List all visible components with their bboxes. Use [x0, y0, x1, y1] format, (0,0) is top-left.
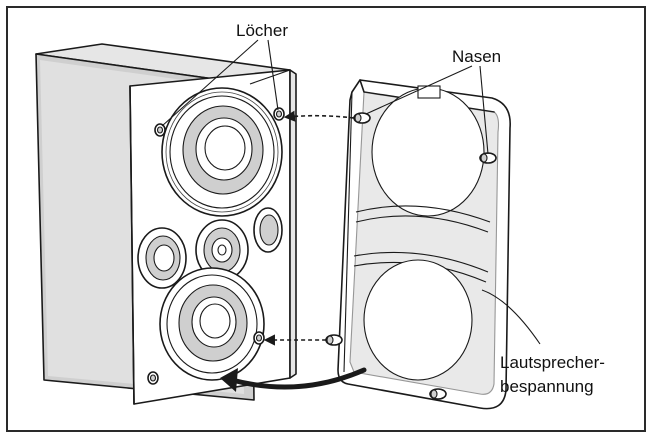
bottom-woofer — [159, 267, 265, 381]
label-pegs: Nasen — [452, 47, 501, 66]
leader-holes-right — [267, 39, 279, 111]
leader-holes-left — [161, 39, 259, 127]
leader-pegs-left — [365, 65, 473, 115]
alignment-arrows — [263, 110, 355, 346]
top-woofer — [161, 87, 283, 217]
attach-arrow — [220, 367, 367, 392]
center-tweeter — [195, 219, 249, 281]
leader-lines — [161, 39, 541, 345]
leader-pegs-right — [479, 65, 489, 155]
right-midrange — [253, 207, 283, 253]
label-holes: Löcher — [236, 21, 288, 40]
left-midrange — [137, 227, 187, 289]
label-cover-line2: bespannung — [500, 377, 594, 396]
holes — [147, 107, 285, 385]
pegs — [325, 112, 497, 400]
leader-cover — [481, 289, 541, 345]
label-cover-line1: Lautsprecher- — [500, 353, 605, 372]
speaker-grille — [337, 79, 511, 410]
